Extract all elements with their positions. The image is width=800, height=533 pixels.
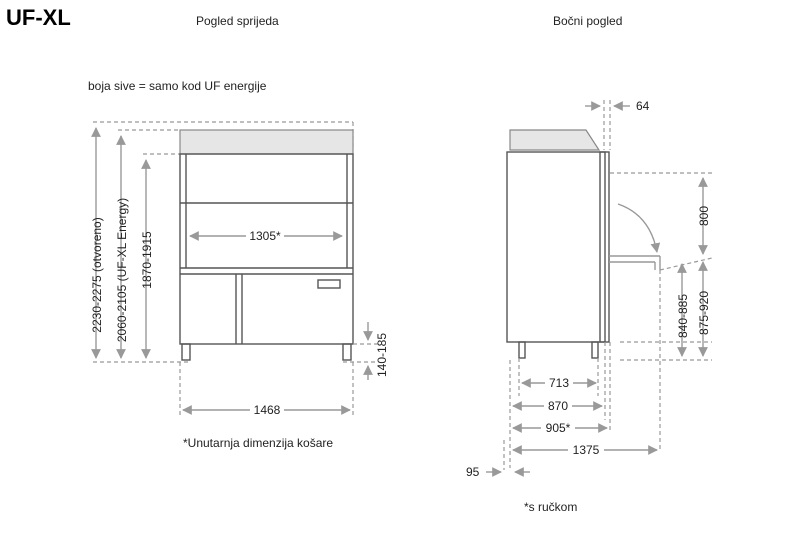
front-view-label: Pogled sprijeda	[196, 14, 279, 28]
leg-left	[181, 343, 191, 361]
page-title: UF-XL	[6, 5, 71, 30]
side-view: 64 800 840-885 875-920	[466, 99, 713, 514]
leg-side-left	[518, 341, 526, 359]
dim-95: 95	[466, 465, 480, 479]
dim-height: 1870-1915	[140, 231, 154, 289]
grey-color-note: boja sive = samo kod UF energije	[88, 79, 267, 93]
front-view: 2230-2275 (otvoreno) 2060-2105 (UF-XL En…	[90, 121, 389, 450]
dim-leg-height: 140-185	[375, 333, 389, 377]
cabinet-body	[179, 153, 354, 345]
dim-door-height: 800	[697, 206, 711, 226]
leg-right	[342, 343, 352, 361]
dim-basket-width: 1305*	[249, 229, 281, 243]
inner-basket-note: *Unutarnja dimenzija košare	[183, 436, 333, 450]
energy-lid	[179, 129, 354, 155]
energy-lid-side	[509, 129, 601, 151]
dim-table-height-2: 875-920	[697, 291, 711, 335]
side-view-label: Bočni pogled	[553, 14, 622, 28]
leg-side-right	[591, 341, 599, 359]
dim-width: 1468	[254, 403, 281, 417]
dim-713: 713	[549, 376, 569, 390]
dim-905: 905*	[546, 421, 571, 435]
dim-table-height-1: 840-885	[676, 294, 690, 338]
dim-1375: 1375	[573, 443, 600, 457]
dim-top-offset: 64	[636, 99, 650, 113]
handle-note: *s ručkom	[524, 500, 577, 514]
control-panel	[317, 279, 341, 289]
dim-open-height: 2230-2275 (otvoreno)	[90, 217, 104, 332]
cabinet-side	[506, 151, 606, 343]
dim-870: 870	[548, 399, 568, 413]
dim-energy-height: 2060-2105 (UF-XL Energy)	[115, 198, 129, 342]
